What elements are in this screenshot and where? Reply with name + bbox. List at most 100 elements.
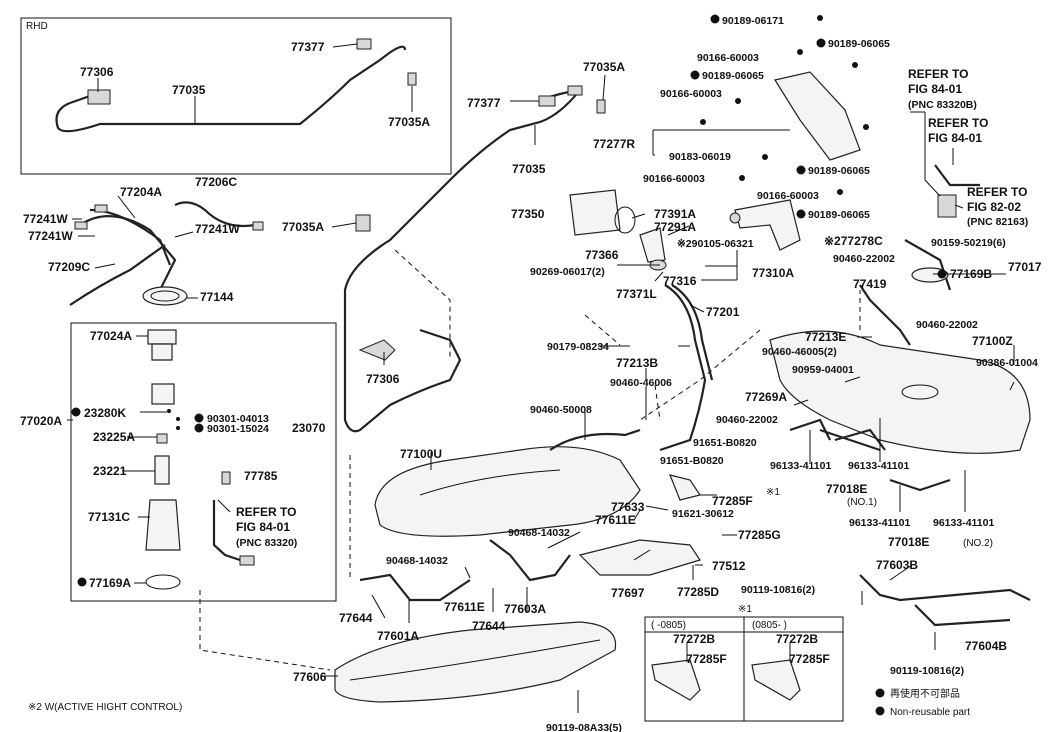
- part-label: 77100U: [400, 447, 442, 461]
- part-label: 77285F: [686, 652, 727, 666]
- part-label: 77100Z: [972, 334, 1013, 348]
- part-label: 77512: [712, 559, 746, 573]
- part-label: 77316: [663, 274, 697, 288]
- part-label: 90460-22002: [916, 319, 978, 331]
- fuel-filter: [145, 499, 181, 551]
- part-label: 90189-06065: [828, 38, 890, 50]
- part-label: 77285F: [712, 494, 753, 508]
- part-label: 77633: [611, 500, 645, 514]
- part-label: 77213B: [616, 356, 658, 370]
- part-label: 90159-50219(6): [931, 237, 1006, 249]
- part-label: 77241W: [195, 222, 240, 236]
- part-label: 77603A: [504, 602, 546, 616]
- part-label: 77272B: [673, 632, 715, 646]
- rhd-connector: [87, 89, 111, 105]
- rhd-label: RHD: [26, 21, 48, 32]
- lock-ring: [142, 286, 188, 306]
- ref-note-4-line-3: (PNC 83320): [236, 537, 297, 549]
- part-label: 77366: [585, 248, 619, 262]
- part-label: 77601A: [377, 629, 419, 643]
- part-label: 90460-50008: [530, 404, 592, 416]
- part-label: 77391A: [654, 207, 696, 221]
- part-label: 77785: [244, 469, 278, 483]
- part-label: 96133-41101: [770, 460, 831, 472]
- part-label: 90189-06065: [808, 165, 870, 177]
- bracket-77697: [578, 539, 701, 576]
- tank-band-77603b: [859, 574, 1031, 602]
- part-label: 77018E: [888, 535, 929, 549]
- ref-note-4-line-2: FIG 84-01: [236, 520, 290, 534]
- tank-band-77603a: [489, 539, 571, 582]
- ref-note-4-line-1: REFER TO: [236, 505, 296, 519]
- ref-note-2-line-2: FIG 84-01: [928, 131, 982, 145]
- part-label: 77169A: [89, 576, 131, 590]
- part-label: 77169B: [950, 267, 992, 281]
- part-label: 77285F: [789, 652, 830, 666]
- fuel-pump-module: [151, 383, 175, 405]
- part-label: ※1: [766, 487, 780, 498]
- part-label: 77291A: [654, 220, 696, 234]
- part-label: 77201: [706, 305, 740, 319]
- part-label: 90269-06017(2): [530, 266, 605, 278]
- part-label: 91621-30612: [672, 508, 734, 520]
- inset-range-1: ( -0805): [651, 620, 686, 631]
- part-label: 77419: [853, 277, 887, 291]
- part-label: 77024A: [90, 329, 132, 343]
- part-label: 90386-01004: [976, 357, 1038, 369]
- part-label: 91651-B0820: [693, 437, 757, 449]
- part-label: 77131C: [88, 510, 130, 524]
- part-label: 77241W: [23, 212, 68, 226]
- part-label: 90166-60003: [643, 173, 705, 185]
- rhd-part-77035a: 77035A: [388, 115, 430, 129]
- tank-band-77601a: [359, 573, 471, 602]
- ref-note-1-line-3: (PNC 83320B): [908, 99, 977, 111]
- inset-range-2: (0805- ): [752, 620, 787, 631]
- inset-label: ※1: [738, 604, 752, 615]
- part-label: 77035A: [583, 60, 625, 74]
- part-label: ※290105-06321: [677, 238, 754, 250]
- legend-en: Non-reusable part: [890, 707, 970, 718]
- rhd-part-77035: 77035: [172, 83, 206, 97]
- part-label: 90189-06171: [722, 15, 784, 27]
- pump-bracket: [151, 343, 173, 361]
- part-label: 77603B: [876, 558, 918, 572]
- rhd-tube: [55, 45, 407, 133]
- part-label: 90460-22002: [833, 253, 895, 265]
- fuel-tank-77100u: [374, 446, 641, 537]
- legend-jp: 再使用不可部品: [890, 687, 960, 700]
- part-label: 77644: [339, 611, 373, 625]
- part-label: 77144: [200, 290, 234, 304]
- footnote: ※2 W(ACTIVE HIGHT CONTROL): [28, 702, 182, 713]
- inset-bracket-2: [751, 659, 801, 701]
- part-label: 96133-41101: [848, 460, 909, 472]
- tank-band-77604b: [914, 604, 1011, 627]
- part-label: 90959-04001: [792, 364, 854, 376]
- part-label: 90301-04013: [207, 413, 269, 425]
- part-label: 77272B: [776, 632, 818, 646]
- part-label: 77377: [467, 96, 501, 110]
- part-label: 77697: [611, 586, 645, 600]
- part-label: 90468-14032: [508, 527, 570, 539]
- part-label: 77018E: [826, 482, 867, 496]
- part-label: 23225A: [93, 430, 135, 444]
- part-label: 77604B: [965, 639, 1007, 653]
- part-label: 77035: [512, 162, 546, 176]
- part-label: 77204A: [120, 185, 162, 199]
- part-label: 23280K: [84, 406, 126, 420]
- part-label: 77606: [293, 670, 327, 684]
- gasket-ring: [145, 574, 181, 590]
- part-label: 77269A: [745, 390, 787, 404]
- part-label: 77035A: [282, 220, 324, 234]
- part-label: 77017: [1008, 260, 1042, 274]
- fuel-tank-protector: [774, 71, 861, 161]
- part-label: 77209C: [48, 260, 90, 274]
- part-label: 77213E: [805, 330, 846, 344]
- part-label: 77241W: [28, 229, 73, 243]
- ref-note-1-line-2: FIG 84-01: [908, 82, 962, 96]
- part-label: 90119-10816(2): [741, 584, 815, 596]
- bracket-77278c: [734, 199, 801, 251]
- part-label: 90166-60003: [697, 52, 759, 64]
- ref-note-3-line-3: (PNC 82163): [967, 216, 1028, 228]
- inset-bracket-1: [651, 659, 701, 701]
